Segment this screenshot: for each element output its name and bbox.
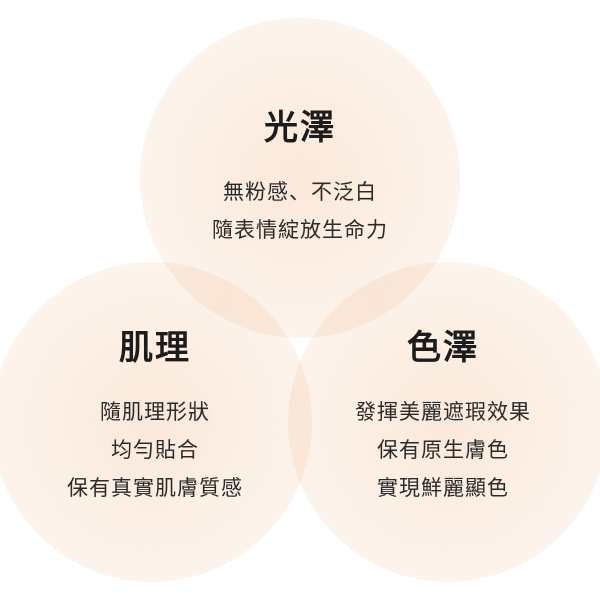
color-line-1: 發揮美麗遮瑕效果 [355,400,531,424]
gloss-line-2: 隨表情綻放生命力 [212,218,388,242]
venn-circle-texture [0,262,312,582]
texture-line-2: 均勻貼合 [111,438,199,462]
color-line-3: 實現鮮麗顯色 [377,476,509,500]
texture-line-3: 保有真實肌膚質感 [67,476,243,500]
texture-text-block: 肌理 隨肌理形狀 均勻貼合 保有真實肌膚質感 [0,320,315,507]
color-title: 色澤 [407,328,479,368]
gloss-line-1: 無粉感、不泛白 [223,180,377,204]
gloss-title: 光澤 [264,108,336,148]
venn-circle-color [288,262,600,582]
texture-line-1: 隨肌理形狀 [100,400,210,424]
color-text-block: 色澤 發揮美麗遮瑕效果 保有原生膚色 實現鮮麗顯色 [283,320,600,507]
color-line-2: 保有原生膚色 [377,438,509,462]
gloss-text-block: 光澤 無粉感、不泛白 隨表情綻放生命力 [140,100,460,249]
texture-title: 肌理 [119,328,191,368]
